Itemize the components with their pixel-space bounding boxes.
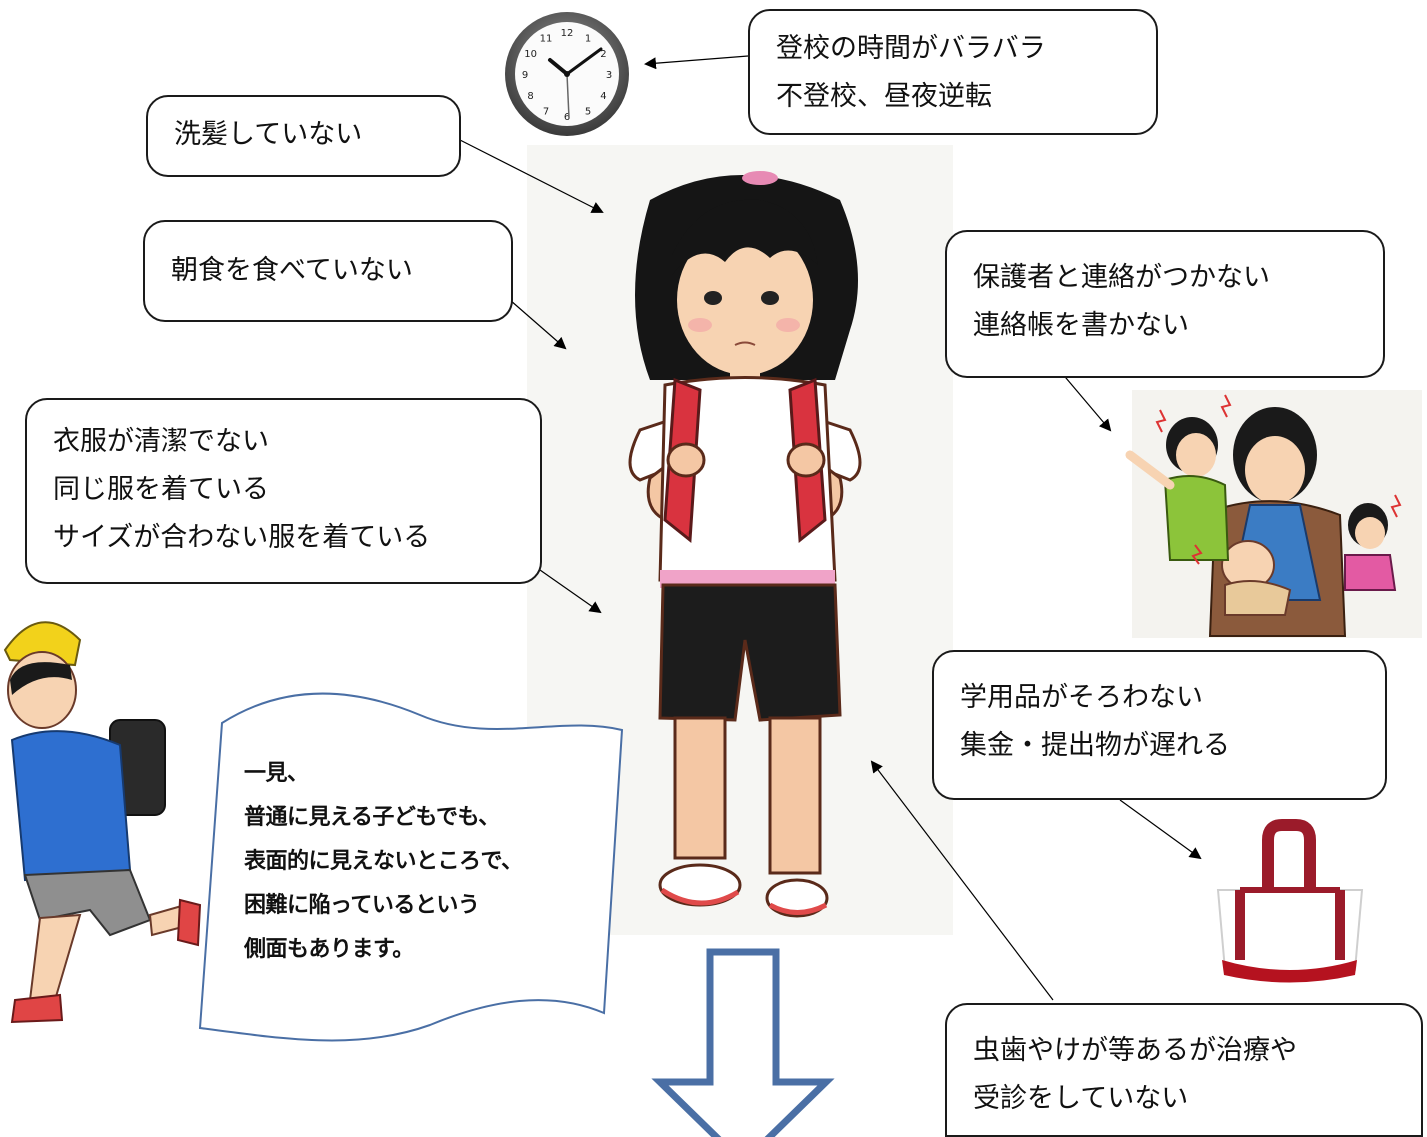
callout-supplies: 学用品がそろわない 集金・提出物が遅れる	[932, 650, 1387, 800]
callout-guardian: 保護者と連絡がつかない 連絡帳を書かない	[945, 230, 1385, 378]
clock-number: 5	[585, 106, 591, 117]
running-boy-illustration	[3, 621, 202, 1024]
callout-line: 同じ服を着ている	[53, 474, 269, 505]
callout-line: 朝食を食べていない	[171, 255, 413, 286]
callout-medical: 虫歯やけが等あるが治療や 受診をしていない	[945, 1003, 1423, 1137]
clock-number: 9	[522, 70, 528, 81]
clock-number: 10	[524, 49, 537, 60]
clock-number: 4	[600, 91, 606, 102]
tote-bag-icon	[1216, 819, 1364, 983]
note-line: 普通に見える子どもでも、	[244, 805, 500, 830]
note-line: 側面もあります。	[244, 937, 414, 962]
callout-line: 衣服が清潔でない	[53, 426, 269, 457]
clock-number: 11	[540, 34, 553, 45]
callout-line: 虫歯やけが等あるが治療や	[973, 1035, 1297, 1066]
callout-breakfast: 朝食を食べていない	[143, 220, 513, 322]
callout-line: 集金・提出物が遅れる	[960, 730, 1230, 761]
note-line: 表面的に見えないところで、	[244, 849, 523, 874]
clock-number: 2	[600, 49, 606, 60]
note-line: 困難に陥っているという	[244, 893, 480, 918]
callout-line: 学用品がそろわない	[960, 682, 1203, 713]
callout-clothes: 衣服が清潔でない 同じ服を着ている サイズが合わない服を着ている	[25, 398, 542, 584]
callout-line: 登校の時間がバラバラ	[776, 33, 1046, 64]
clock-number: 3	[606, 70, 612, 81]
callout-line: 受診をしていない	[973, 1083, 1189, 1114]
callout-line: 連絡帳を書かない	[973, 310, 1189, 341]
clock-number: 12	[561, 28, 574, 39]
clock-number: 1	[585, 34, 591, 45]
callout-line: 保護者と連絡がつかない	[973, 262, 1270, 293]
callout-line: 洗髪していない	[174, 119, 363, 150]
note-text: 一見、 普通に見える子どもでも、 表面的に見えないところで、 困難に陥っていると…	[244, 752, 523, 972]
mother-children-illustration	[1125, 390, 1422, 638]
down-arrow-icon	[651, 948, 835, 1137]
clock-number: 6	[564, 112, 570, 123]
note-wavy-frame	[198, 692, 624, 1042]
clock-number: 8	[527, 91, 533, 102]
callout-school-time: 登校の時間がバラバラ 不登校、昼夜逆転	[748, 9, 1158, 135]
callout-line: 不登校、昼夜逆転	[776, 81, 992, 112]
clock-number: 7	[543, 106, 549, 117]
callout-line: サイズが合わない服を着ている	[53, 522, 431, 553]
callout-hair: 洗髪していない	[146, 95, 461, 177]
note-line: 一見、	[244, 761, 309, 786]
